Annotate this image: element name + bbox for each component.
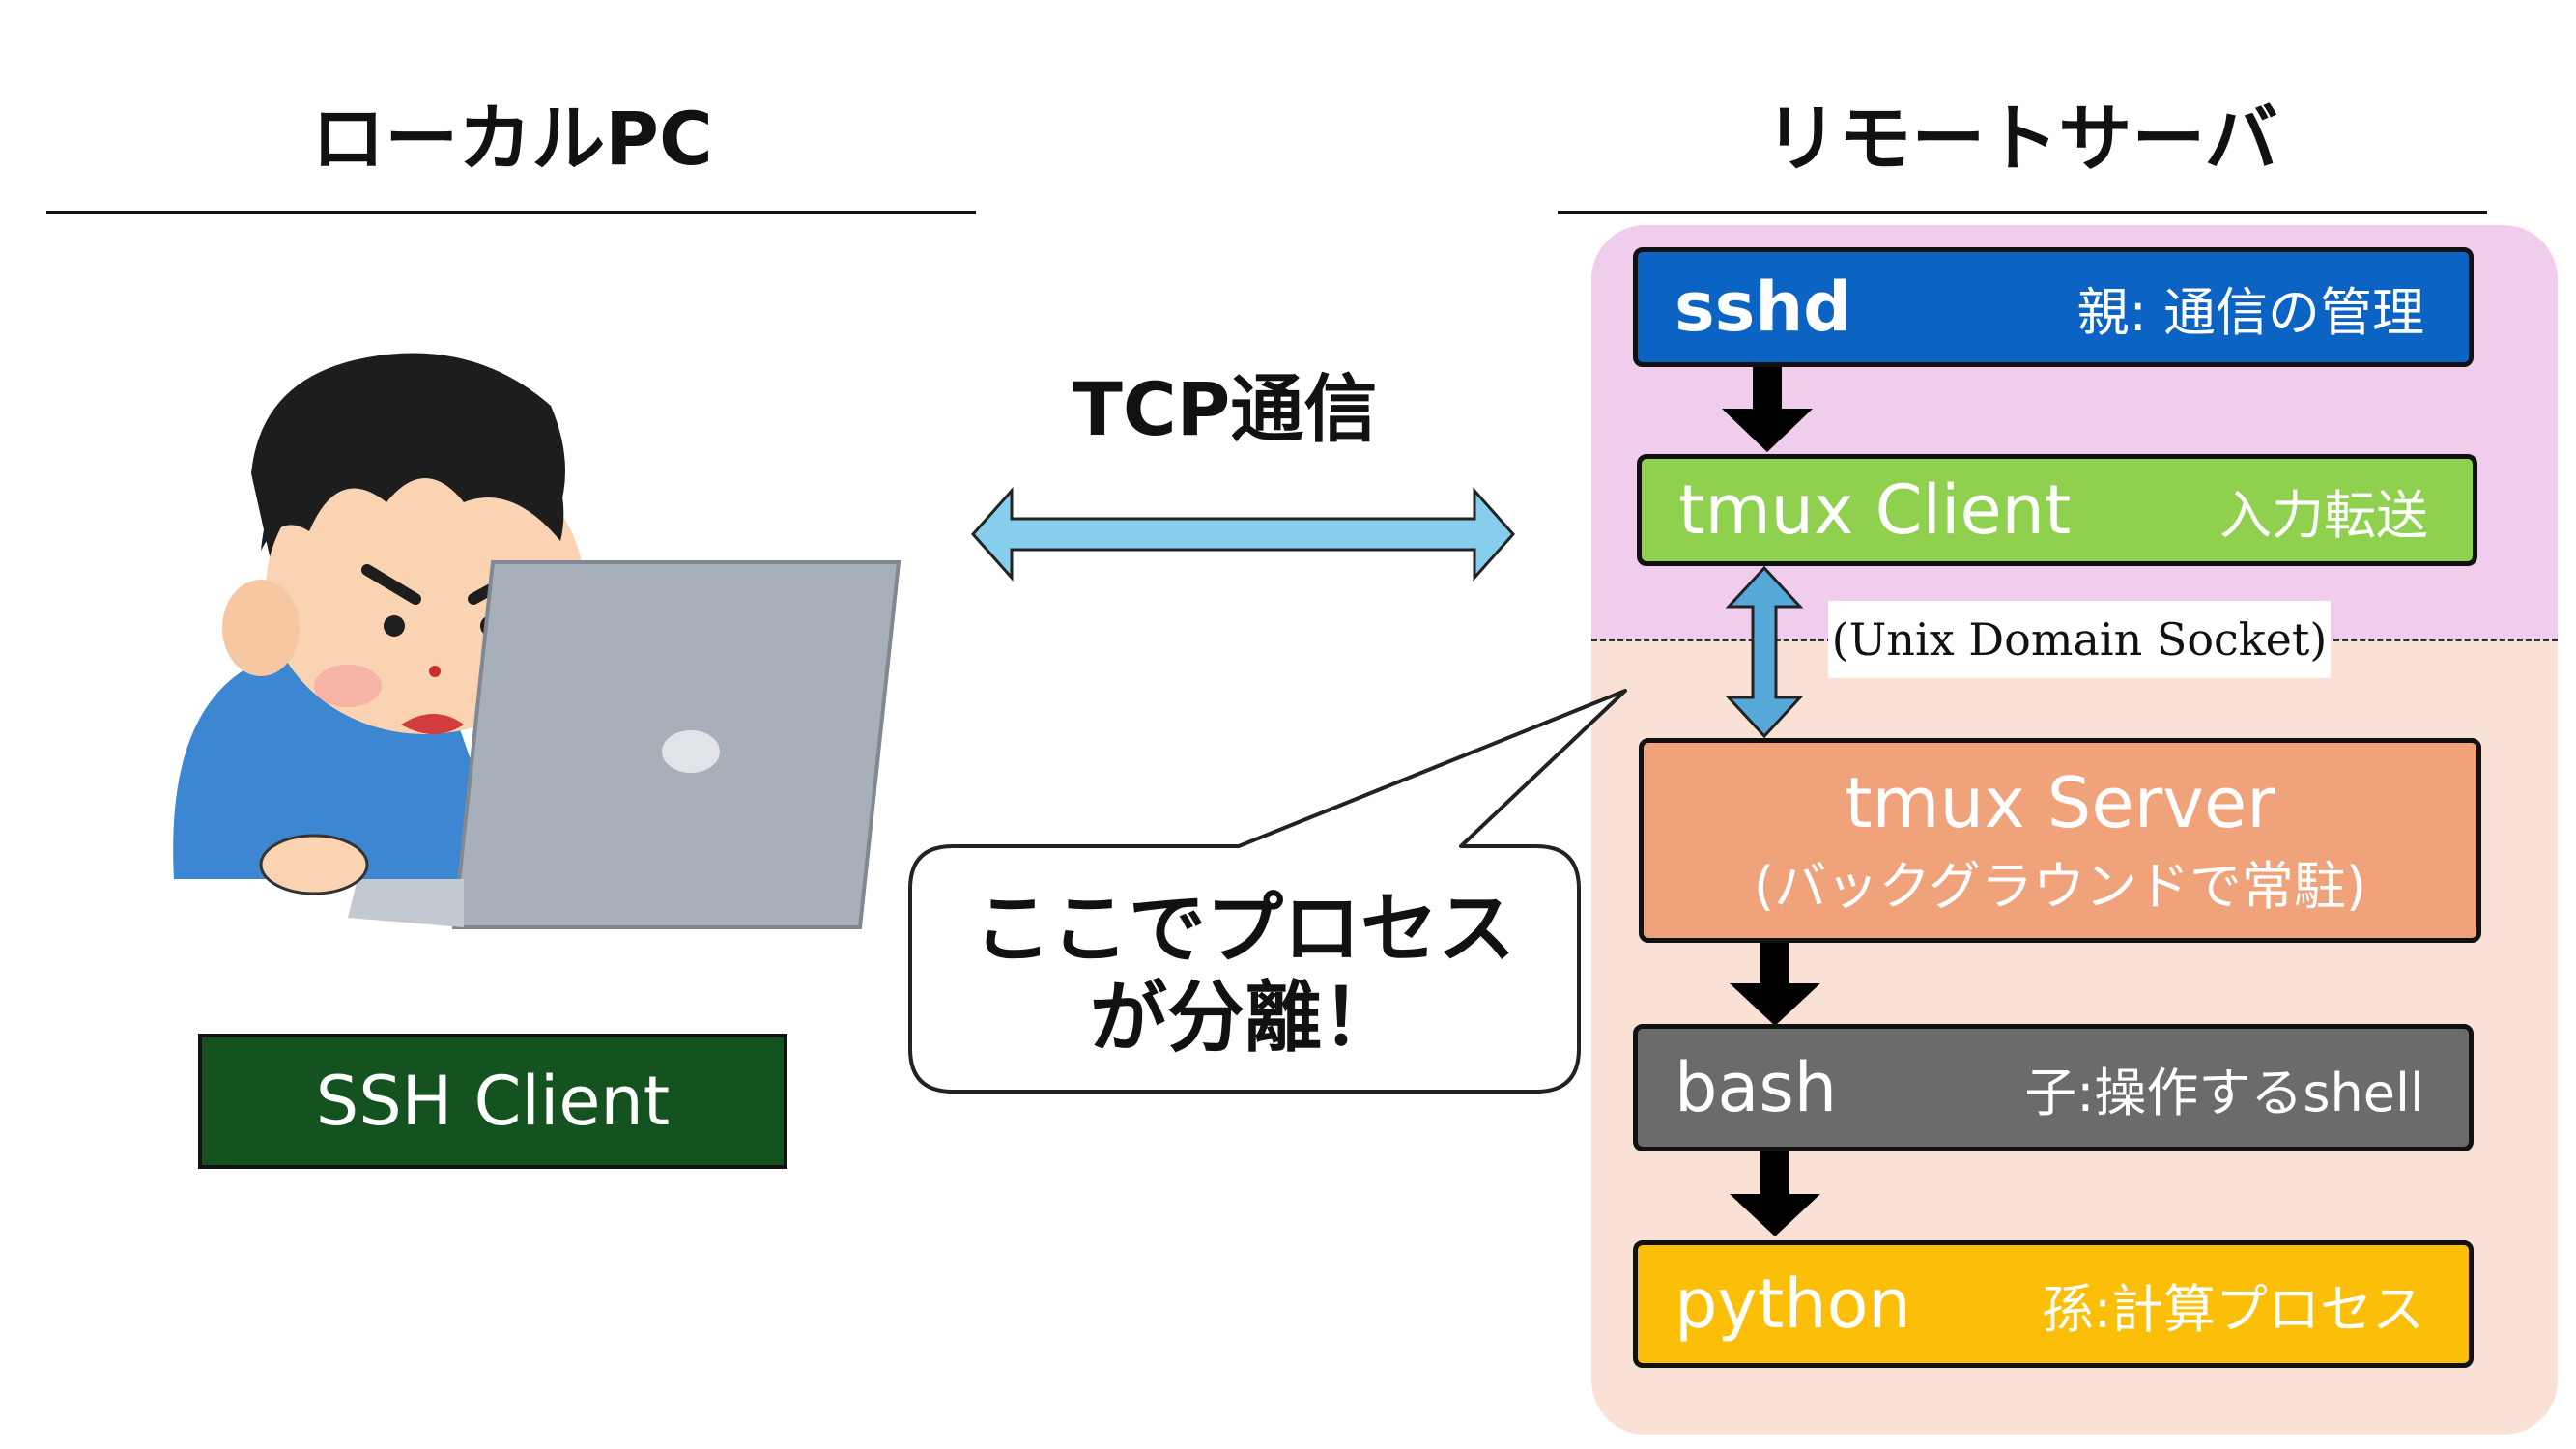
process-bash: bash 子:操作するshell [1633, 1024, 2474, 1151]
arrow-sshd-to-tmux-client [1722, 367, 1813, 452]
arrow-bash-to-python [1730, 1151, 1820, 1236]
socket-double-arrow [1725, 565, 1804, 739]
socket-label: (Unix Domain Socket) [1828, 601, 2331, 678]
process-sshd: sshd 親: 通信の管理 [1633, 247, 2474, 367]
process-role: 入力転送 [2219, 484, 2428, 546]
process-tmux-client: tmux Client 入力転送 [1637, 454, 2477, 566]
callout-text: ここでプロセス が分離！ [914, 885, 1575, 1063]
remote-server-heading: リモートサーバ [1764, 96, 2278, 182]
person-laptop-illustration [173, 353, 902, 929]
remote-server-underline [1558, 211, 2487, 214]
tcp-double-arrow [970, 487, 1516, 582]
process-role: (バックグラウンドで常駐) [1754, 855, 2366, 917]
process-name: tmux Server [1845, 761, 2275, 843]
process-role: 親: 通信の管理 [2076, 281, 2424, 343]
local-pc-heading: ローカルPC [311, 96, 713, 182]
process-python: python 孫:計算プロセス [1633, 1240, 2474, 1368]
ssh-client-box: SSH Client [198, 1034, 787, 1169]
process-tmux-server: tmux Server (バックグラウンドで常駐) [1639, 738, 2481, 943]
process-name: tmux Client [1678, 470, 2072, 550]
process-role: 子:操作するshell [2024, 1062, 2424, 1123]
callout-line-2: が分離！ [1090, 973, 1399, 1063]
local-pc-underline [46, 211, 976, 214]
process-name: bash [1674, 1048, 1838, 1127]
callout-line-1: ここでプロセス [974, 884, 1515, 974]
process-role: 孫:計算プロセス [2041, 1278, 2424, 1340]
process-name: python [1674, 1264, 1911, 1344]
arrow-tmux-server-to-bash [1730, 943, 1820, 1026]
tcp-label: TCP通信 [1073, 366, 1378, 452]
process-name: sshd [1674, 268, 1852, 347]
